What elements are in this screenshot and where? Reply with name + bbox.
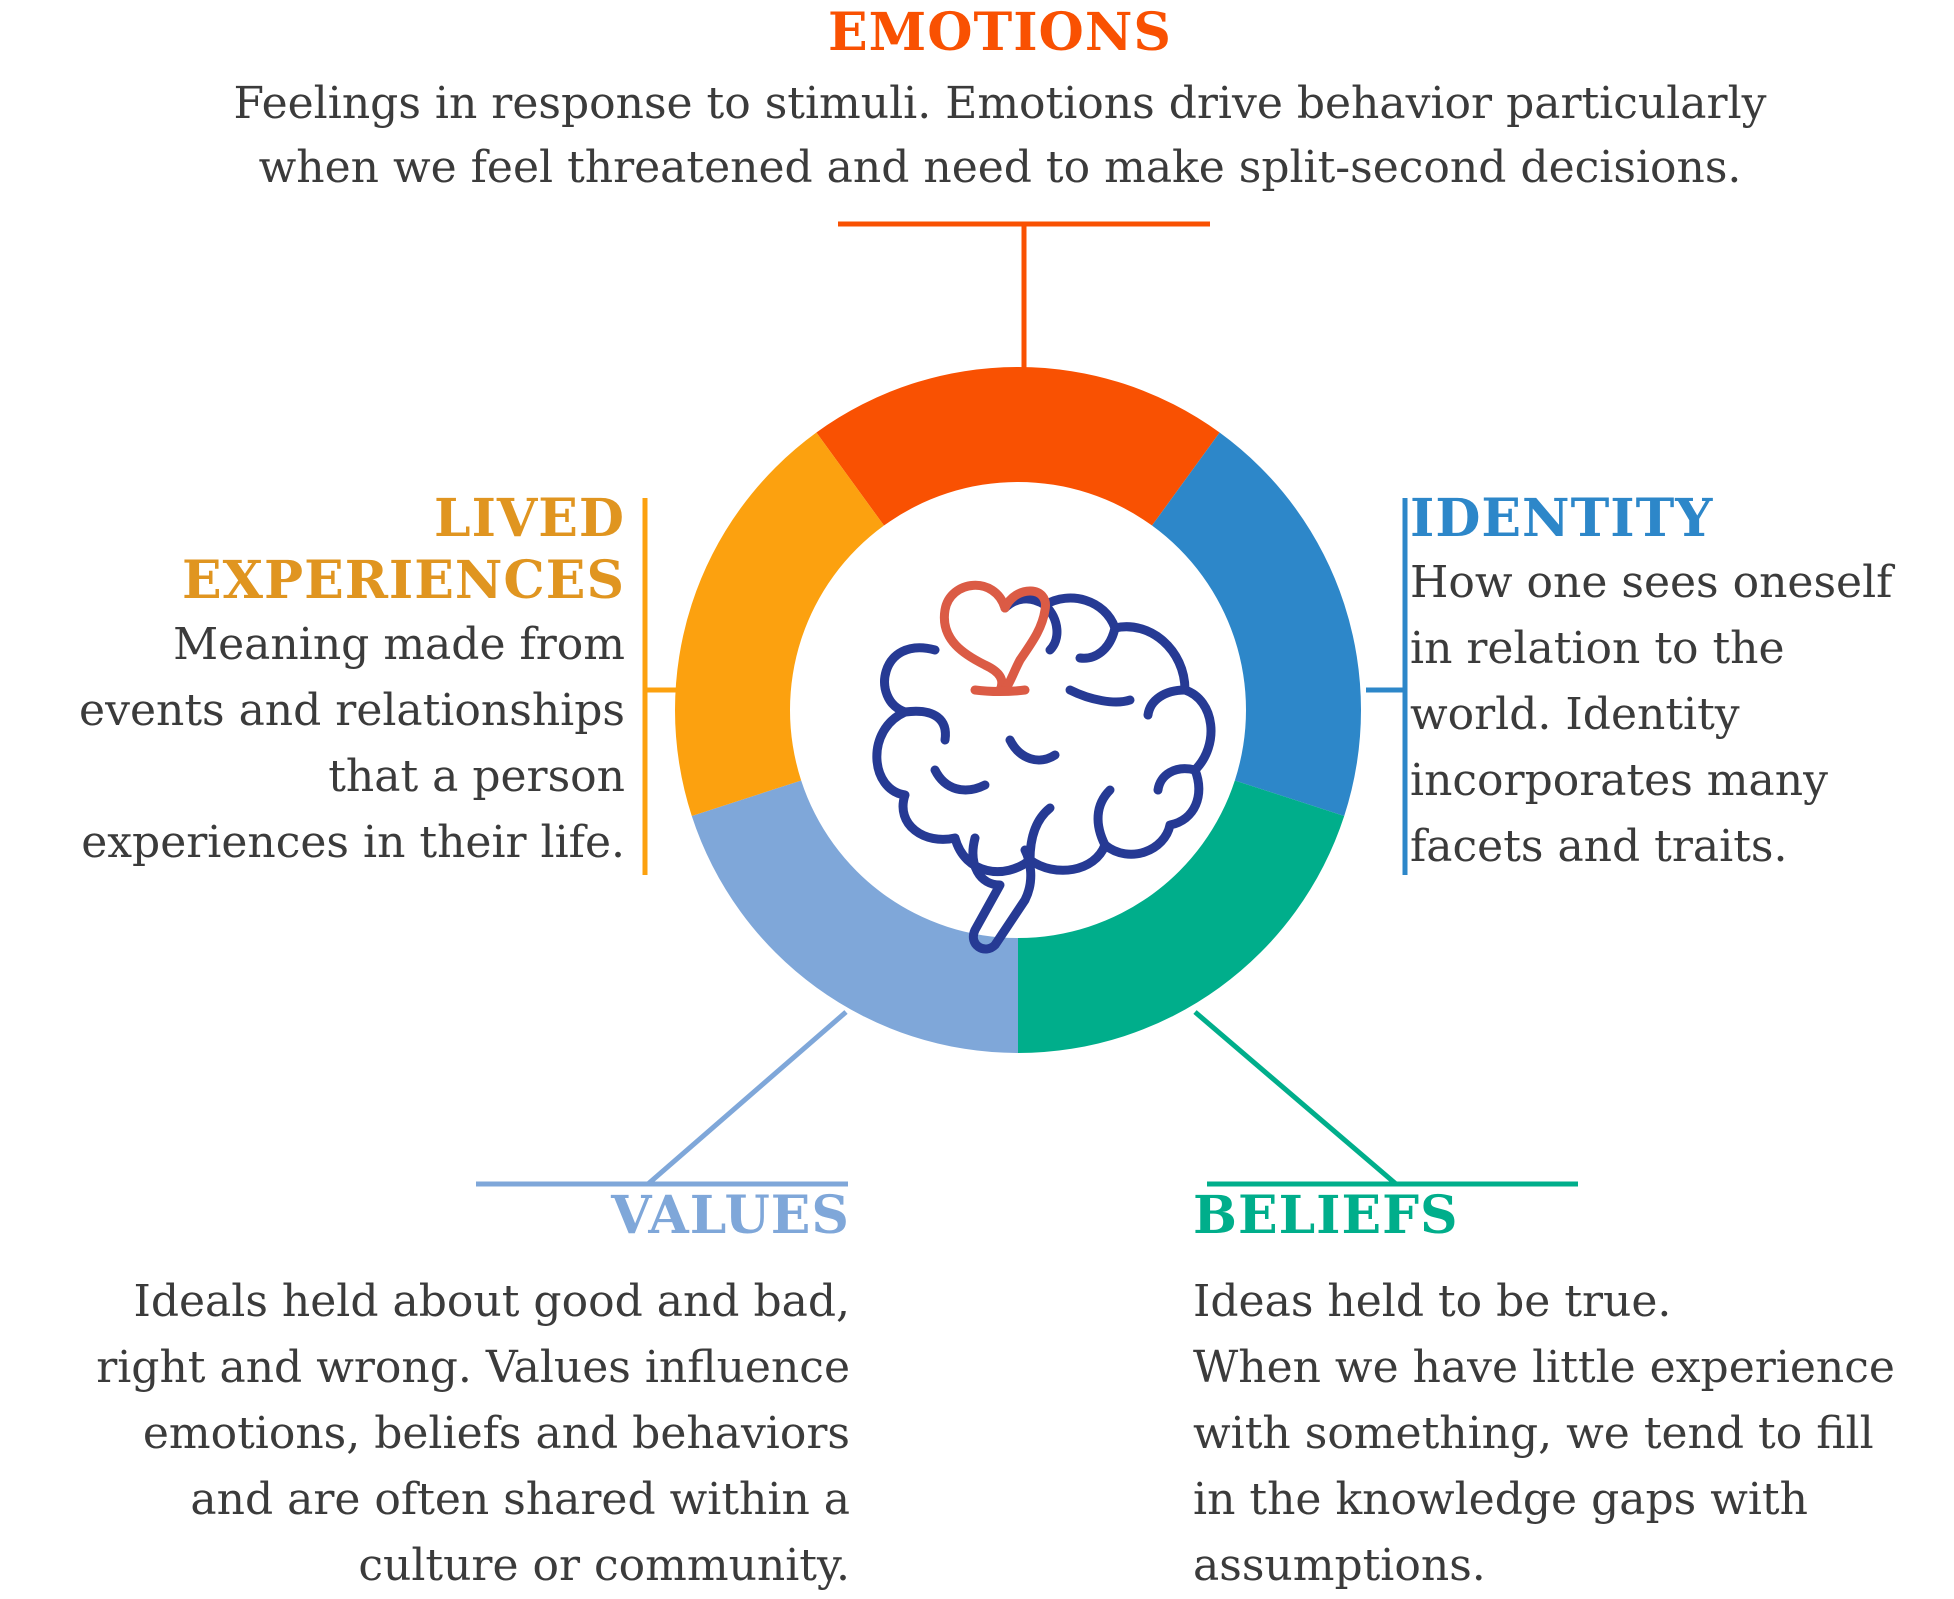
values-heading: VALUES: [611, 1185, 850, 1246]
emotions-callout: EMOTIONS Feelings in response to stimuli…: [150, 2, 1850, 200]
brain-fold-7: [1153, 764, 1200, 795]
values-callout: VALUES Ideals held about good and bad, r…: [30, 1185, 850, 1599]
lived-experiences-heading: LIVED EXPERIENCES: [182, 488, 625, 611]
beliefs-description: Ideas held to be true. When we have litt…: [1193, 1276, 1895, 1591]
emotions-description: Feelings in response to stimuli. Emotion…: [233, 78, 1767, 193]
identity-description: How one sees oneself in relation to the …: [1410, 557, 1893, 872]
values-connector-6: [646, 1010, 848, 1186]
connector-lines: [476, 221, 1578, 1187]
lived-segment: [674, 432, 884, 816]
brain-fold-6: [1065, 685, 1135, 707]
brain-with-heart-icon: [872, 580, 1216, 954]
values-description: Ideals held about good and bad, right an…: [96, 1276, 850, 1591]
brain-fold-1: [900, 706, 950, 745]
heart-outline: [939, 580, 1010, 695]
beliefs-heading: BELIEFS: [1193, 1185, 1459, 1246]
beliefs-callout: BELIEFS Ideas held to be true. When we h…: [1193, 1185, 1933, 1599]
brain-fold-10: [1005, 735, 1060, 765]
values-segment: [691, 780, 1018, 1053]
emotions-segment: [816, 367, 1220, 526]
heart-right: [997, 586, 1050, 695]
lived-experiences-callout: LIVED EXPERIENCES Meaning made from even…: [20, 488, 625, 876]
brain-fold-4: [1075, 623, 1120, 663]
identity-callout: IDENTITY How one sees oneself in relatio…: [1410, 488, 1950, 880]
brain-outline: [872, 593, 1216, 877]
brain-fold-9: [1025, 803, 1055, 865]
identity-heading: IDENTITY: [1410, 488, 1714, 549]
brain-stem: [968, 833, 1036, 954]
beliefs-connector-8: [1193, 1010, 1398, 1186]
heart-base: [970, 685, 1030, 696]
identity-segment: [1152, 432, 1361, 816]
brain-fold-2: [930, 765, 990, 795]
emotions-heading: EMOTIONS: [828, 2, 1172, 63]
donut-ring: [674, 367, 1361, 1053]
lived-experiences-description: Meaning made from events and relationshi…: [79, 619, 625, 868]
brain-fold-8: [1093, 785, 1115, 850]
beliefs-segment: [1018, 780, 1345, 1053]
brain-fold-5: [1143, 685, 1190, 720]
